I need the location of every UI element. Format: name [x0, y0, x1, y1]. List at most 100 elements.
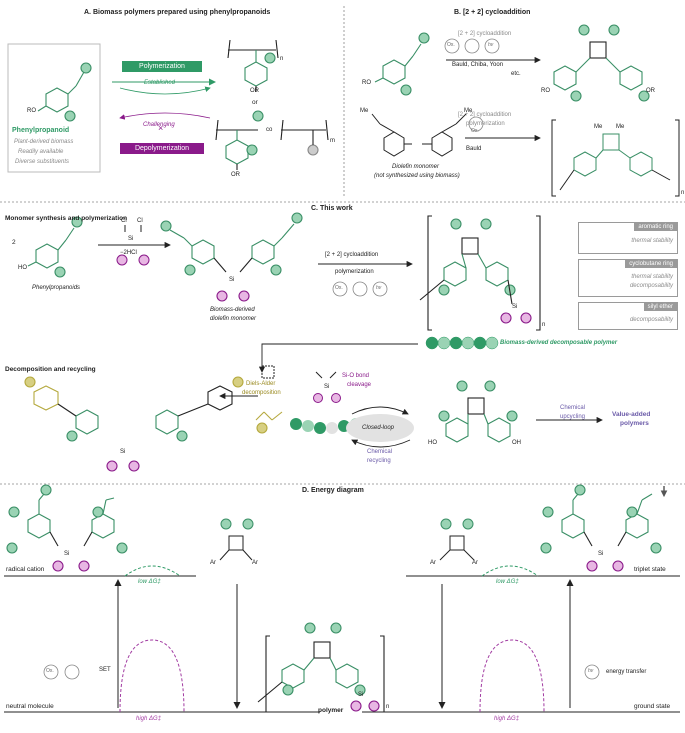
c-polymer-label: Biomass-derived decomposable polymer [500, 340, 618, 346]
sio-cleavage-1: Si-O bond [342, 373, 370, 379]
chem-recycling-2: recycling [367, 458, 391, 464]
phenylpropanoid-line-2: Readily available [18, 149, 64, 155]
or-label: or [252, 99, 258, 106]
phenylpropanoid-label: Phenylpropanoid [12, 127, 70, 134]
polymer-label: polymer [318, 707, 344, 714]
section-c-title: C. This work [311, 205, 353, 212]
established-label: Established [144, 80, 176, 86]
diels-alder-2: decomposition [242, 390, 281, 396]
phenylpropanoid-line-1: Plant-derived biomass [14, 139, 74, 145]
radical-cation-label: radical cation [6, 566, 45, 573]
property-aromatic-body: thermal stability [631, 238, 673, 244]
radical-cation-structure [6, 484, 128, 572]
low-dg-left: low ΔG‡ [138, 579, 161, 585]
high-dg-right: high ΔG‡ [494, 716, 520, 722]
polymer-d [257, 622, 385, 713]
triplet-state-structure [540, 484, 668, 572]
c-subheading-2: Decomposition and recycling [5, 366, 96, 373]
low-dg-right: low ΔG‡ [496, 579, 519, 585]
co-label: co [266, 127, 273, 133]
c-poly-line-1: [2 + 2] cycloaddition [325, 252, 379, 258]
property-cyclobutane-body-2: decomposability [629, 283, 673, 289]
diels-alder-1: Diels-Alder [246, 381, 276, 387]
c-n-label: n [542, 322, 546, 328]
d-hv: hν [588, 668, 594, 674]
copolymer-structure [215, 110, 329, 170]
ro-label: RO [27, 108, 36, 114]
dichlorosilane-c [116, 225, 150, 266]
b-hv-1: hν [488, 42, 494, 48]
c-minus-hcl: −2HCl [120, 250, 137, 256]
property-aromatic-head: aromatic ring [634, 223, 677, 231]
c-two: 2 [12, 239, 16, 246]
phenylpropanoid-line-3: Diverse substituents [15, 159, 70, 165]
property-silyl-body: decomposability [629, 317, 673, 323]
c-ho-left: HO [428, 440, 437, 446]
chem-recycling-1: Chemical [367, 449, 393, 455]
c-si-polymer: Si [512, 304, 518, 310]
challenging-label: Challenging [143, 122, 175, 128]
property-cyclobutane: cyclobutane ring thermal stability decom… [578, 259, 678, 297]
or-group-2: OR [231, 172, 240, 178]
upcycling-1: Chemical [560, 405, 586, 411]
closed-loop-cycle [346, 406, 414, 448]
phenylpropanoid-structure [37, 62, 92, 122]
c-si-reagent: Si [128, 236, 134, 242]
polymer-beads [425, 336, 499, 350]
value-added-1: Value-added [612, 411, 651, 418]
styrene-monomer-b [374, 32, 430, 96]
closed-loop-label: Closed-loop [362, 425, 395, 431]
siloxane-reagent [313, 371, 341, 403]
d-n-label: n [386, 704, 390, 710]
section-d-title: D. Energy diagram [302, 487, 364, 494]
ar-label-4: Ar [472, 560, 478, 566]
b-reaction-2b: polymerization [466, 121, 505, 127]
d-si-polymer: Si [358, 692, 364, 698]
ground-state-label: ground state [634, 703, 671, 710]
b-etc: etc. [511, 71, 521, 77]
recycled-diol [438, 380, 518, 443]
polymerization-badge: Polymerization [122, 61, 202, 72]
property-silyl-head: silyl ether [643, 303, 677, 311]
c-ho: HO [18, 265, 27, 271]
c-monomer-label-1: Biomass-derived [210, 307, 255, 313]
c-poly-line-2: polymerization [335, 269, 374, 275]
d-si-left: Si [64, 551, 70, 557]
triplet-biradical-intermediate [439, 518, 475, 561]
property-cyclobutane-body-1: thermal stability [631, 274, 673, 280]
property-cyclobutane-head: cyclobutane ring [625, 260, 677, 268]
cyclobutane-dimer-b [553, 24, 650, 102]
energy-transfer-label: energy transfer [606, 669, 647, 675]
c-cl-1: Cl [121, 218, 127, 224]
b-authors-1: Bauld, Chiba, Yoon [452, 62, 504, 68]
c-ox: Ox. [335, 285, 343, 291]
b-or-product: OR [646, 88, 655, 94]
homopolymer-structure [227, 39, 279, 92]
me-label-4: Me [616, 124, 625, 130]
condition-circles [43, 38, 600, 680]
sio-cleavage-2: cleavage [347, 382, 372, 388]
me-label-3: Me [594, 124, 603, 130]
c-si-reagent-2: Si [324, 384, 330, 390]
section-a-title: A. Biomass polymers prepared using pheny… [84, 9, 271, 16]
upcycling-2: upcycling [560, 414, 586, 420]
set-label: SET [99, 667, 111, 673]
isoprene [255, 411, 283, 434]
ar-label-2: Ar [252, 560, 258, 566]
b-reaction-1: [2 + 2] cycloaddition [458, 31, 512, 37]
b-n-label: n [681, 190, 685, 196]
c-subheading-1: Monomer synthesis and polymerization [5, 215, 128, 222]
me-label-2: Me [464, 108, 473, 114]
activation-curves [119, 565, 545, 713]
a-n-label-1: n [280, 56, 284, 62]
or-group-1: OR [250, 88, 259, 94]
b-ox-2: Ox. [471, 128, 479, 134]
high-dg-left: high ΔG‡ [136, 716, 162, 722]
phenylpropanoid-box [7, 43, 101, 173]
property-silyl: silyl ether decomposability [578, 302, 678, 330]
decomposed-products [24, 376, 244, 472]
c-phenyl-label: Phenylpropanoids [32, 285, 81, 291]
c-si-decomposed: Si [120, 449, 126, 455]
cyclobutane-dashed [261, 365, 275, 379]
